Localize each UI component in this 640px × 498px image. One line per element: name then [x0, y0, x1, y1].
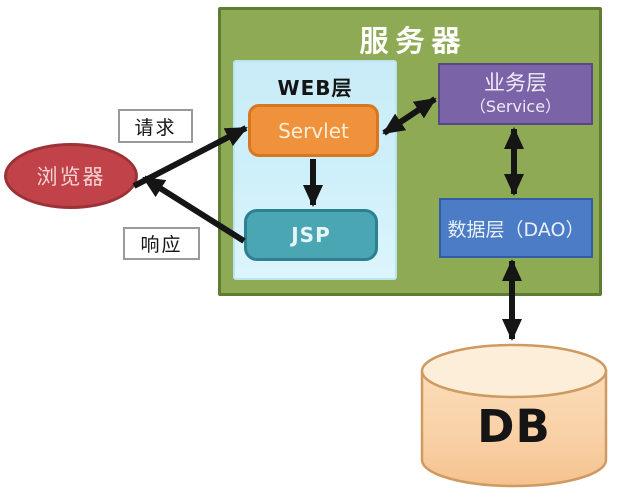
- db-cylinder-shape: [420, 343, 608, 488]
- dao-layer-label: 数据层（DAO）: [447, 218, 585, 241]
- service-layer-label: 业务层: [484, 71, 547, 95]
- browser-label: 浏览器: [36, 165, 106, 189]
- browser-node: 浏览器: [4, 143, 138, 209]
- jsp-label: JSP: [291, 223, 331, 247]
- service-layer-node: 业务层 （Service）: [438, 63, 593, 125]
- server-title: 服务器: [359, 24, 468, 58]
- response-label: 响应: [123, 227, 200, 260]
- servlet-label: Servlet: [278, 118, 349, 143]
- db-node: DB: [420, 342, 608, 490]
- request-label: 请求: [118, 109, 193, 143]
- service-layer-sublabel: （Service）: [469, 97, 562, 116]
- db-label: DB: [477, 400, 551, 453]
- servlet-node: Servlet: [248, 104, 379, 157]
- dao-layer-node: 数据层（DAO）: [439, 198, 593, 258]
- jsp-node: JSP: [244, 209, 378, 261]
- web-layer-title: WEB层: [277, 76, 353, 100]
